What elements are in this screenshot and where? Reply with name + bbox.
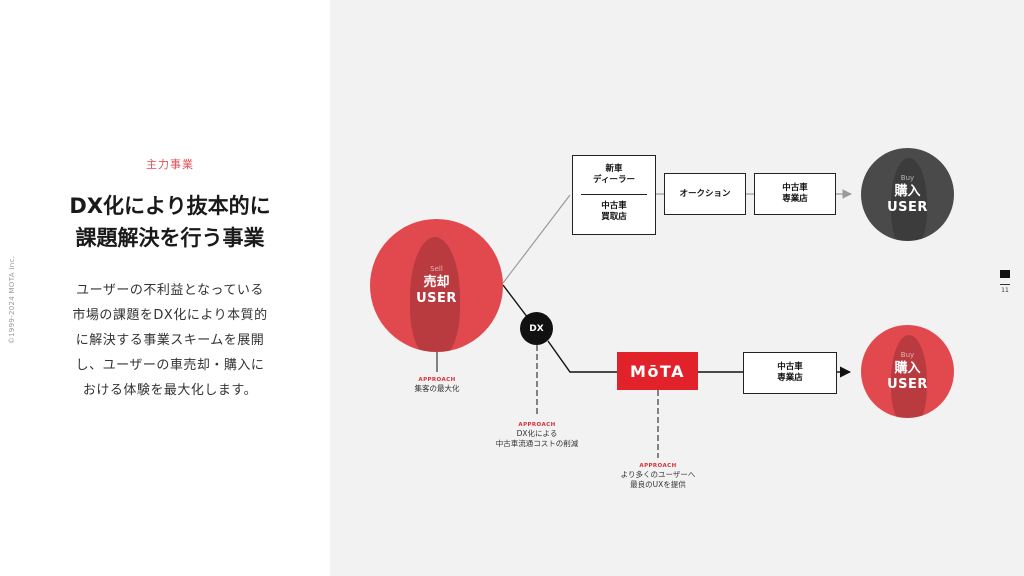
- dx-to-mota-line: [547, 340, 617, 373]
- dealer-box: 新車 ディーラー 中古車 買取店: [572, 155, 656, 235]
- seller-to-dx-line: [502, 284, 529, 319]
- approach-title: APPROACH: [518, 422, 556, 428]
- dealer-line: ディーラー: [593, 175, 635, 185]
- approach-title: APPROACH: [418, 377, 456, 383]
- page-number: 11: [1001, 287, 1009, 294]
- buyer-user-circle-bottom: Buy 購入 USER: [861, 325, 954, 418]
- dealer-line: 新車: [605, 164, 623, 174]
- buyer-user-label: USER: [887, 376, 928, 392]
- auction-box: オークション: [664, 173, 746, 215]
- seller-user-circle: Sell 売却 USER: [370, 219, 503, 352]
- description-line: 市場の課題をDX化により本質的: [72, 308, 268, 323]
- approach-note-1: APPROACH 集客の最大化: [397, 376, 477, 394]
- approach-note-3: APPROACH より多くのユーザーへ 最良のUXを提供: [608, 462, 708, 490]
- used-shop-line: 専業店: [782, 194, 808, 204]
- dealer-line: 中古車: [601, 201, 627, 211]
- used-car-shop-box-bottom: 中古車 専業店: [743, 352, 837, 394]
- buyer-label: 購入: [894, 183, 921, 199]
- description-line: ユーザーの不利益となっている: [76, 283, 264, 298]
- buyer-tag: Buy: [900, 173, 915, 182]
- buyer-user-circle-top: Buy 購入 USER: [861, 148, 954, 241]
- seller-user-label: USER: [416, 290, 457, 306]
- used-car-shop-box-top: 中古車 専業店: [754, 173, 836, 215]
- approach-text: 集客の最大化: [414, 384, 460, 393]
- seller-label: 売却: [423, 274, 450, 290]
- approach-text: DX化による: [516, 429, 558, 438]
- used-shop-line: 中古車: [777, 362, 803, 372]
- dealer-divider: [581, 194, 647, 195]
- buyer-tag: Buy: [900, 350, 915, 359]
- description-line: おける体験を最大化します。: [82, 383, 258, 398]
- seller-to-dealer-line: [502, 194, 571, 284]
- page-title: DX化により抜本的に 課題解決を行う事業: [0, 190, 340, 254]
- person-silhouette-icon: [410, 237, 460, 352]
- description-line: に解決する事業スキームを展開: [75, 333, 265, 348]
- buyer-label: 購入: [894, 360, 921, 376]
- description: ユーザーの不利益となっている 市場の課題をDX化により本質的 に解決する事業スキ…: [0, 278, 340, 403]
- auction-label: オークション: [679, 188, 731, 199]
- section-kicker: 主力事業: [146, 158, 194, 171]
- buyer-user-label: USER: [887, 199, 928, 215]
- person-silhouette-icon: [891, 158, 927, 241]
- dx-node: DX: [520, 312, 553, 345]
- used-shop-line: 中古車: [782, 183, 808, 193]
- left-panel: [0, 0, 330, 576]
- description-line: し、ユーザーの車売却・購入に: [75, 358, 265, 373]
- mota-logo: MōTA: [617, 352, 698, 390]
- used-shop-line: 専業店: [777, 373, 803, 383]
- approach-text: より多くのユーザーへ: [620, 470, 696, 479]
- used-car-buyer: 中古車 買取店: [601, 201, 627, 223]
- approach-text: 中古車流通コストの削減: [495, 439, 579, 448]
- approach-text: 最良のUXを提供: [630, 480, 686, 489]
- page-divider: [1000, 284, 1010, 285]
- seller-tag: Sell: [430, 264, 443, 273]
- logo-icon: [1000, 270, 1010, 278]
- page-indicator: 11: [995, 270, 1015, 294]
- approach-note-2: APPROACH DX化による 中古車流通コストの削減: [487, 421, 587, 449]
- dealer-line: 買取店: [601, 212, 627, 222]
- person-silhouette-icon: [891, 335, 927, 418]
- page-title-line: DX化により抜本的に: [69, 194, 271, 218]
- new-car-dealer: 新車 ディーラー: [593, 164, 635, 186]
- approach-title: APPROACH: [639, 463, 677, 469]
- page-title-line: 課題解決を行う事業: [75, 226, 265, 250]
